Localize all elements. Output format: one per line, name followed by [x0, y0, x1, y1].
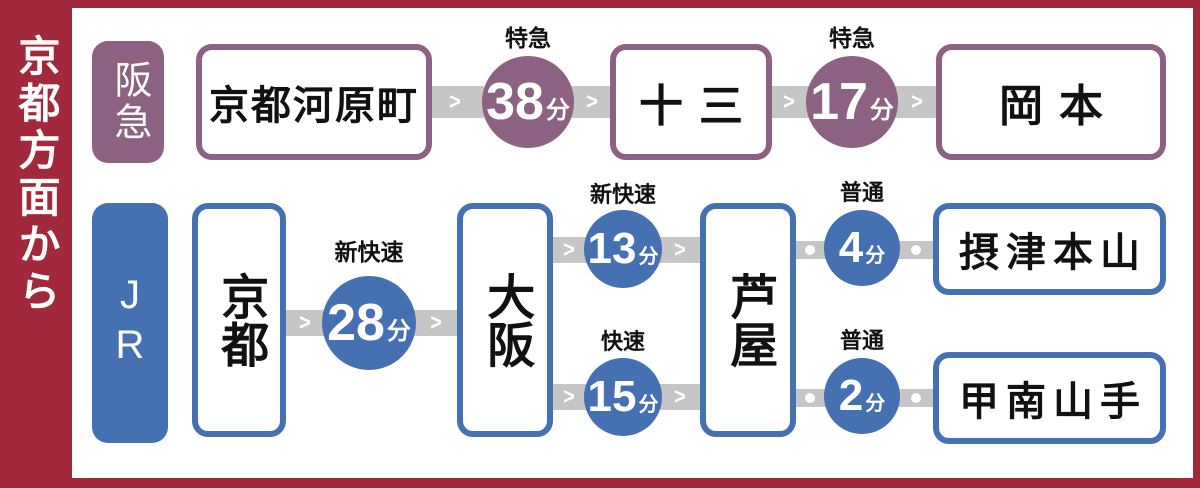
duration-unit: 分 — [638, 246, 659, 268]
station-box-kyoto-kawaramachi: 京都河原町 — [196, 44, 432, 160]
connector — [894, 389, 938, 407]
duration-circle: 4 分 — [824, 210, 900, 286]
train-type-label: 普通 — [839, 328, 884, 353]
connector — [790, 389, 830, 407]
station-box-osaka: 大阪 — [457, 203, 553, 437]
duration-unit: 分 — [869, 97, 894, 124]
chevron-right-icon: > — [586, 89, 598, 115]
station-name: 大阪 — [479, 272, 533, 368]
sidebar: 京都方面から — [0, 0, 72, 488]
page-title: 京都方面から — [13, 34, 60, 316]
train-type-label: 普通 — [839, 180, 884, 205]
connector: > — [410, 310, 462, 336]
stop-dot-icon — [805, 245, 815, 255]
connector: > — [282, 310, 328, 336]
hankyu-line-label: 阪急 — [107, 60, 150, 144]
stop-dot-icon — [805, 393, 815, 403]
station-box-okamoto: 岡本 — [936, 44, 1166, 160]
connector: > — [426, 86, 484, 118]
connector: > — [570, 86, 614, 118]
station-box-konan-yamate: 甲南山手 — [933, 352, 1166, 444]
jr-line-label: JR — [108, 273, 152, 373]
chevron-right-icon: > — [563, 237, 575, 263]
stop-dot-icon — [911, 393, 921, 403]
station-name: 京都河原町 — [209, 84, 419, 128]
station-name: 芦屋 — [722, 272, 776, 368]
chevron-right-icon: > — [449, 89, 461, 115]
train-type-label: 新快速 — [334, 239, 404, 265]
chevron-right-icon: > — [563, 384, 575, 410]
station-name: 甲南山手 — [959, 380, 1147, 424]
connector — [790, 241, 830, 259]
station-box-juso: 十三 — [610, 44, 772, 160]
connector: > — [548, 384, 590, 410]
duration-unit: 分 — [545, 97, 570, 124]
duration-minutes: 38 — [486, 73, 544, 131]
station-name: 十三 — [639, 82, 759, 131]
duration-circle: 13 分 — [584, 210, 662, 288]
chevron-right-icon: > — [783, 89, 795, 115]
duration-unit: 分 — [638, 394, 659, 416]
hankyu-line-badge: 阪急 — [92, 41, 164, 163]
chevron-right-icon: > — [299, 310, 311, 336]
duration-unit: 分 — [865, 393, 886, 415]
duration-minutes: 15 — [587, 372, 637, 421]
duration-circle: 38 分 — [482, 56, 574, 148]
station-name: 岡本 — [999, 82, 1119, 131]
connector: > — [894, 86, 940, 118]
chevron-right-icon: > — [911, 89, 923, 115]
train-type-label: 特急 — [505, 25, 551, 51]
connector: > — [548, 237, 590, 263]
train-type-label: 特急 — [829, 25, 875, 51]
station-box-kyoto: 京都 — [192, 203, 286, 437]
station-box-settsu-motoyama: 摂津本山 — [933, 203, 1166, 295]
duration-circle: 2 分 — [824, 358, 900, 434]
connector: > — [656, 384, 704, 410]
train-type-label: 新快速 — [589, 182, 656, 207]
duration-circle: 15 分 — [584, 358, 662, 436]
connector — [894, 241, 938, 259]
chevron-right-icon: > — [674, 237, 686, 263]
chevron-right-icon: > — [430, 310, 442, 336]
duration-unit: 分 — [386, 318, 411, 345]
duration-minutes: 17 — [810, 73, 868, 131]
stop-dot-icon — [911, 245, 921, 255]
connector: > — [768, 86, 810, 118]
jr-line-badge: JR — [92, 203, 168, 443]
station-name: 摂津本山 — [959, 231, 1147, 275]
duration-minutes: 28 — [327, 294, 385, 352]
station-name: 京都 — [213, 272, 267, 368]
duration-minutes: 2 — [838, 371, 864, 420]
duration-minutes: 4 — [838, 223, 864, 272]
station-box-ashiya: 芦屋 — [700, 203, 796, 437]
chevron-right-icon: > — [674, 384, 686, 410]
duration-circle: 17 分 — [806, 56, 898, 148]
connector: > — [656, 237, 704, 263]
train-type-label: 快速 — [600, 329, 645, 354]
duration-circle: 28 分 — [322, 276, 416, 370]
duration-unit: 分 — [865, 245, 886, 267]
duration-minutes: 13 — [587, 224, 637, 273]
